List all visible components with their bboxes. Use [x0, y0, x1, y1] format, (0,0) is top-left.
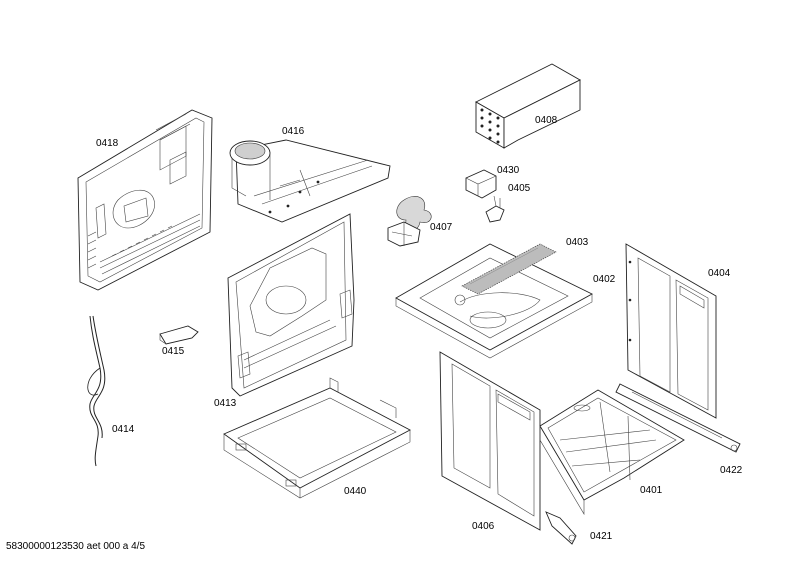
- label-0422: 0422: [720, 465, 743, 476]
- label-0404: 0404: [708, 268, 731, 279]
- part-0418-rear-panel: [77, 109, 213, 291]
- label-0414: 0414: [112, 424, 135, 435]
- part-0401-base-frame: [539, 389, 685, 516]
- part-0430-cap: [465, 169, 497, 199]
- document-reference: 58300000123530 aet 000 a 4/5: [6, 541, 146, 552]
- label-0402: 0402: [593, 274, 616, 285]
- part-0421-runner: [545, 511, 577, 545]
- label-0418: 0418: [96, 138, 119, 149]
- part-0404-right-side-panel: [625, 243, 717, 419]
- part-0416-fan-cover: [229, 139, 391, 223]
- part-0403-heating-element: [461, 243, 557, 295]
- label-0430: 0430: [497, 165, 520, 176]
- part-0406-side-panel: [439, 351, 541, 531]
- label-0405: 0405: [508, 183, 531, 194]
- label-0413: 0413: [214, 398, 237, 409]
- part-0440-frame: [223, 377, 411, 499]
- part-0422-rail: [615, 383, 741, 453]
- label-0421: 0421: [590, 531, 613, 542]
- label-0401: 0401: [640, 485, 663, 496]
- label-0407: 0407: [430, 222, 453, 233]
- part-0413-rear-wall: [227, 213, 355, 397]
- label-0406: 0406: [472, 521, 495, 532]
- part-0402-bottom-plate: [395, 243, 593, 359]
- part-0408-top-bracket: [475, 63, 581, 149]
- label-0416: 0416: [282, 126, 305, 137]
- label-0440: 0440: [344, 486, 367, 497]
- label-0403: 0403: [566, 237, 589, 248]
- label-0415: 0415: [162, 346, 185, 357]
- label-0408: 0408: [535, 115, 558, 126]
- part-0415-sensor: [159, 325, 199, 345]
- part-0407-fan-motor: [387, 196, 432, 247]
- part-0405-switch: [485, 195, 505, 223]
- part-0414-power-cable: [87, 315, 106, 467]
